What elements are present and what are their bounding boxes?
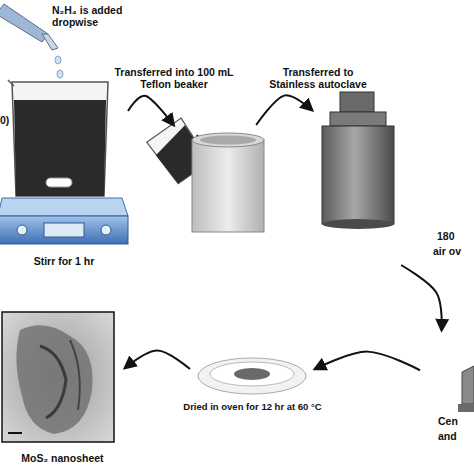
process-arrow [256, 95, 312, 125]
step-caption: and [438, 430, 474, 442]
process-step: Stirr for 1 hr [0, 70, 128, 275]
process-step: MoS₂ nanosheet [0, 300, 125, 470]
centrifuge [458, 366, 474, 412]
step-caption: 180 [437, 230, 474, 242]
tem-image [2, 312, 114, 442]
process-step: Dried in oven for 12 hr at 60 °C [190, 345, 315, 425]
beaker [8, 80, 108, 196]
process-arrow [128, 96, 174, 125]
stirrer-plate [0, 198, 128, 244]
process-arrow [401, 265, 442, 330]
process-arrow [125, 350, 190, 369]
step-caption: Stirr for 1 hr [0, 255, 128, 267]
process-step: 180 air ov [312, 85, 474, 265]
teflon-beaker [192, 133, 264, 232]
arrow-label: Transferred to Stainless autoclave [262, 66, 374, 90]
step-caption: MoS₂ nanosheet [0, 452, 125, 464]
process-arrow [315, 352, 420, 371]
petri-dish [198, 358, 306, 394]
process-step [150, 125, 268, 240]
process-step: Cen and [420, 330, 474, 445]
step-caption: Dried in oven for 12 hr at 60 °C [165, 401, 340, 413]
annotation-text: N₂H₄ is added dropwise [52, 4, 132, 28]
annotation-text: 0) [0, 114, 20, 126]
step-caption: air ov [433, 245, 474, 257]
arrow-label: Transferred into 100 mL Teflon beaker [112, 66, 236, 90]
autoclave [322, 92, 394, 229]
step-caption: Cen [438, 415, 474, 427]
